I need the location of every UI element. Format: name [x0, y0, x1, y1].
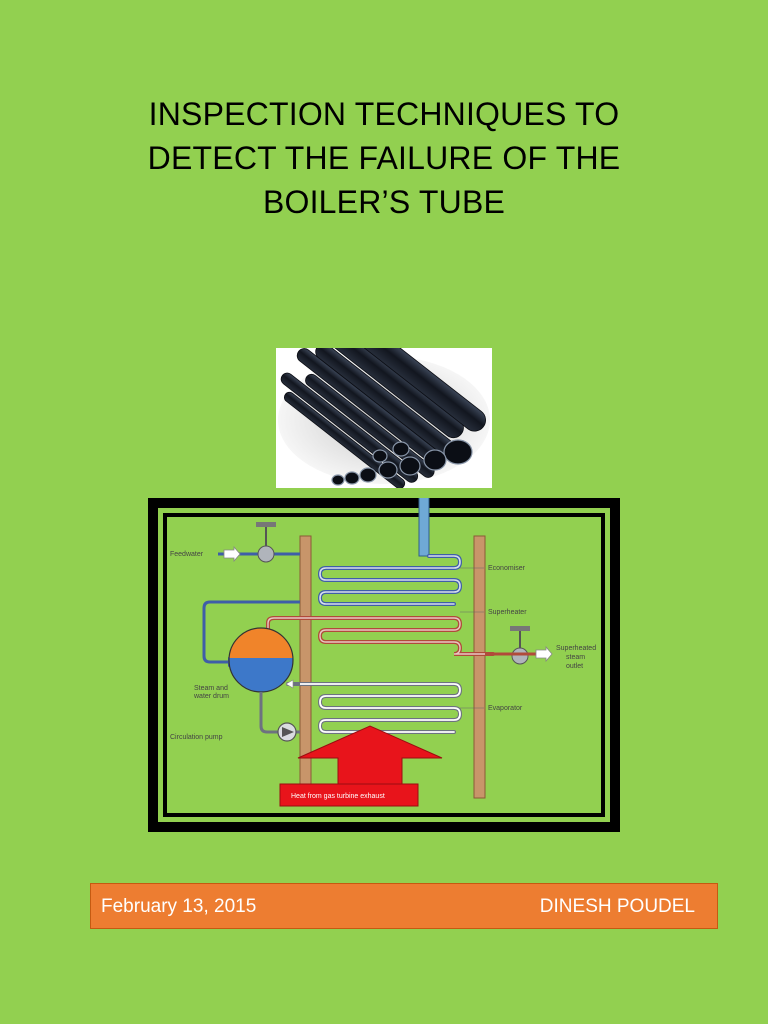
heat-arrow — [279, 725, 443, 807]
drum-label-line-1: Steam and — [194, 685, 228, 692]
steam-outlet-arrow-icon — [535, 645, 553, 663]
drum-label-line-2: water drum — [193, 693, 229, 700]
upward-arrow — [418, 485, 430, 557]
drum-feed-line — [202, 600, 300, 664]
page-title: INSPECTION TECHNIQUES TO DETECT THE FAIL… — [84, 92, 684, 224]
feedwater-valve-icon — [256, 522, 276, 563]
left-header — [299, 535, 312, 799]
author-name: DINESH POUDEL — [539, 896, 695, 917]
superheater-label: Superheater — [488, 609, 527, 616]
feedwater-label: Feedwater — [170, 551, 204, 558]
heat-label: Heat from gas turbine exhaust — [291, 793, 385, 800]
hrsg-schematic: Feedwater Economiser Superheater Superhe… — [148, 485, 620, 832]
feedwater-arrow-icon — [223, 545, 241, 563]
evaporator-label: Evaporator — [488, 705, 523, 712]
pump-label: Circulation pump — [170, 734, 223, 741]
superheated-label-line-1: Superheated — [556, 645, 596, 652]
title-line-3: BOILER’S TUBE — [262, 184, 506, 220]
superheated-steam-valve-icon — [510, 626, 530, 665]
title-line-2: DETECT THE FAILURE OF THE — [147, 140, 621, 176]
superheated-label-line-2: steam — [566, 654, 585, 661]
boiler-diagram: Feedwater Economiser Superheater Superhe… — [148, 485, 620, 832]
title-line-1: INSPECTION TECHNIQUES TO — [148, 96, 620, 132]
boiler-tubes-image — [278, 321, 490, 489]
publication-date: February 13, 2015 — [101, 896, 257, 917]
circulation-pump-icon — [277, 722, 297, 742]
boiler-tubes-photo — [276, 321, 492, 489]
economiser-label: Economiser — [488, 565, 526, 572]
superheated-label-line-3: outlet — [566, 663, 583, 670]
footer-bar: February 13, 2015 DINESH POUDEL — [90, 883, 718, 929]
right-header — [473, 535, 486, 799]
